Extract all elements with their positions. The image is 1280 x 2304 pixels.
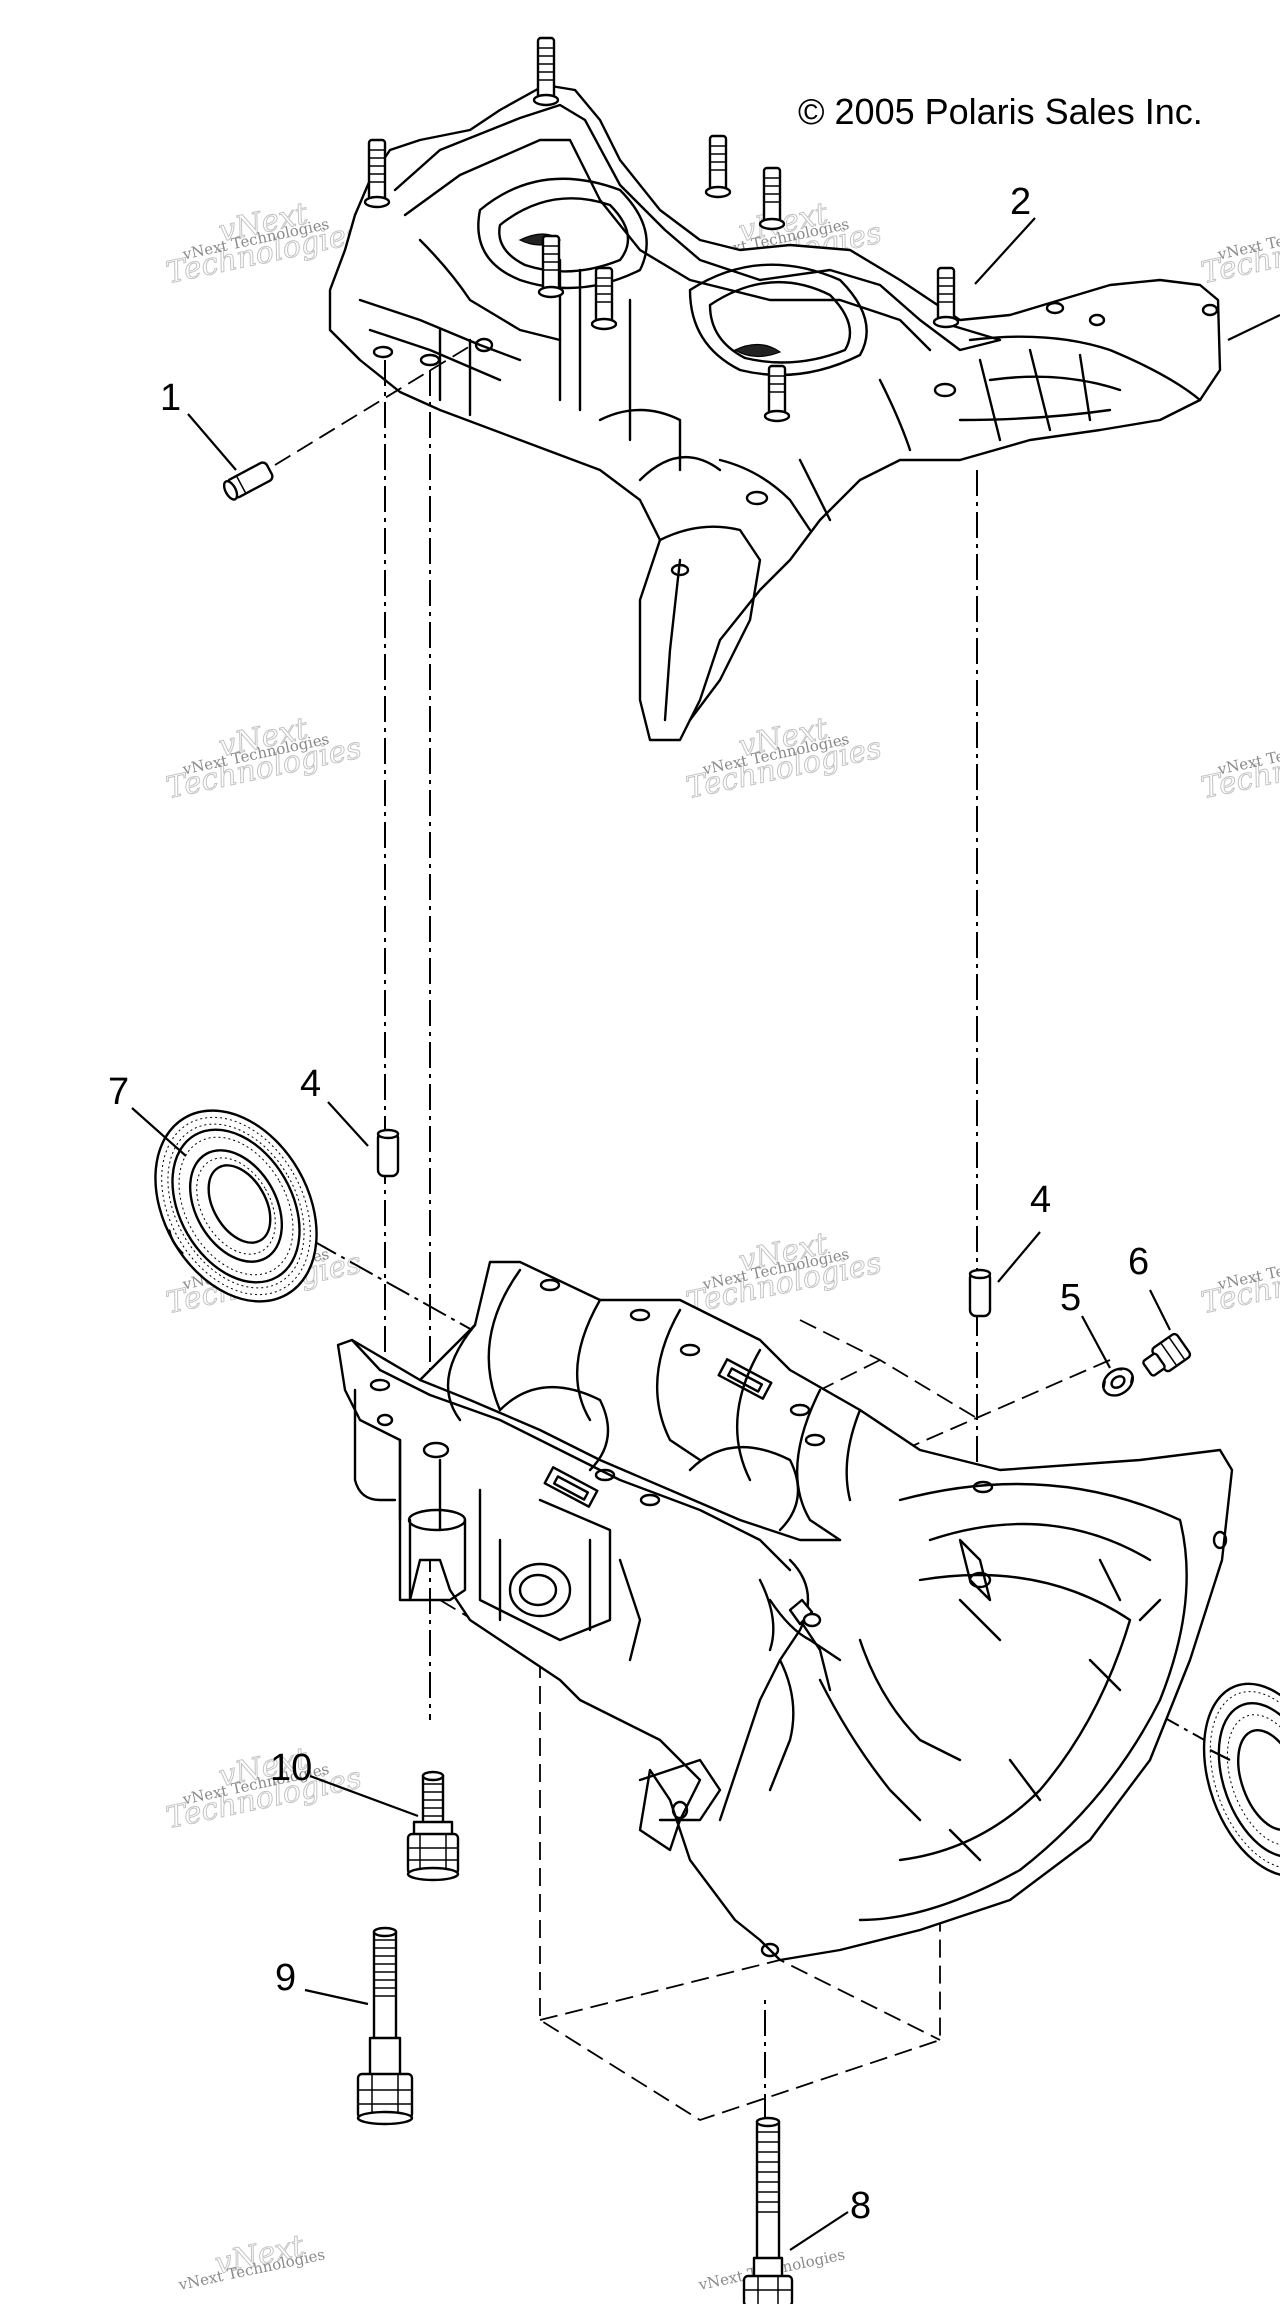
watermark: Technologies vNext vNext Technologies bbox=[163, 711, 365, 807]
washer-icon bbox=[1101, 1367, 1135, 1397]
bolt-icon bbox=[406, 1770, 460, 1882]
plug-icon bbox=[222, 461, 274, 501]
stud-icon bbox=[537, 234, 565, 299]
callout-4-upper: 4 bbox=[300, 1063, 321, 1105]
dowel-pin-icon bbox=[968, 1268, 992, 1318]
drain-plug-icon bbox=[1142, 1332, 1192, 1377]
watermark: vNext vNext Technologies bbox=[176, 2228, 326, 2294]
stud-icon bbox=[758, 166, 786, 231]
stud-icon bbox=[704, 134, 732, 199]
watermark: Technologies vNext vNext Technologies bbox=[683, 711, 885, 807]
callout-8: 8 bbox=[850, 2185, 871, 2227]
callout-5: 5 bbox=[1060, 1277, 1081, 1319]
callout-10: 10 bbox=[270, 1747, 312, 1789]
watermark: Technologies vNext Technologies bbox=[1198, 1245, 1280, 1322]
callout-1: 1 bbox=[160, 377, 181, 419]
callout-labels: 1 2 4 4 5 6 7 8 9 10 bbox=[108, 181, 1149, 2227]
oil-seal-icon bbox=[154, 1109, 318, 1303]
watermark: Technologies vNext Technologies bbox=[1198, 215, 1280, 292]
dowel-pin-icon bbox=[376, 1128, 400, 1178]
stud-icon bbox=[363, 138, 391, 209]
bolt-icon bbox=[742, 2116, 794, 2304]
callout-9: 9 bbox=[275, 1957, 296, 1999]
assembly-line bbox=[274, 339, 481, 466]
copyright-notice: © 2005 Polaris Sales Inc. bbox=[798, 91, 1203, 132]
oil-seal-icon bbox=[1202, 1682, 1280, 1878]
upper-crankcase-icon bbox=[328, 36, 1222, 742]
bolt-icon bbox=[356, 1926, 414, 2126]
callout-6: 6 bbox=[1128, 1241, 1149, 1283]
watermark: Technologies vNext Technologies bbox=[1198, 730, 1280, 807]
stud-icon bbox=[932, 266, 960, 329]
leader-lines bbox=[131, 217, 1280, 2251]
stud-icon bbox=[590, 266, 618, 331]
watermark: Technologies vNext vNext Technologies bbox=[683, 1226, 885, 1322]
lower-crankcase-icon bbox=[336, 1260, 1234, 1962]
callout-4-lower: 4 bbox=[1030, 1179, 1051, 1221]
stud-icon bbox=[763, 364, 791, 423]
stud-icon bbox=[532, 36, 560, 107]
watermark: Technologies vNext vNext Technologies bbox=[163, 196, 365, 292]
callout-2: 2 bbox=[1010, 181, 1031, 223]
callout-7: 7 bbox=[108, 1071, 129, 1113]
